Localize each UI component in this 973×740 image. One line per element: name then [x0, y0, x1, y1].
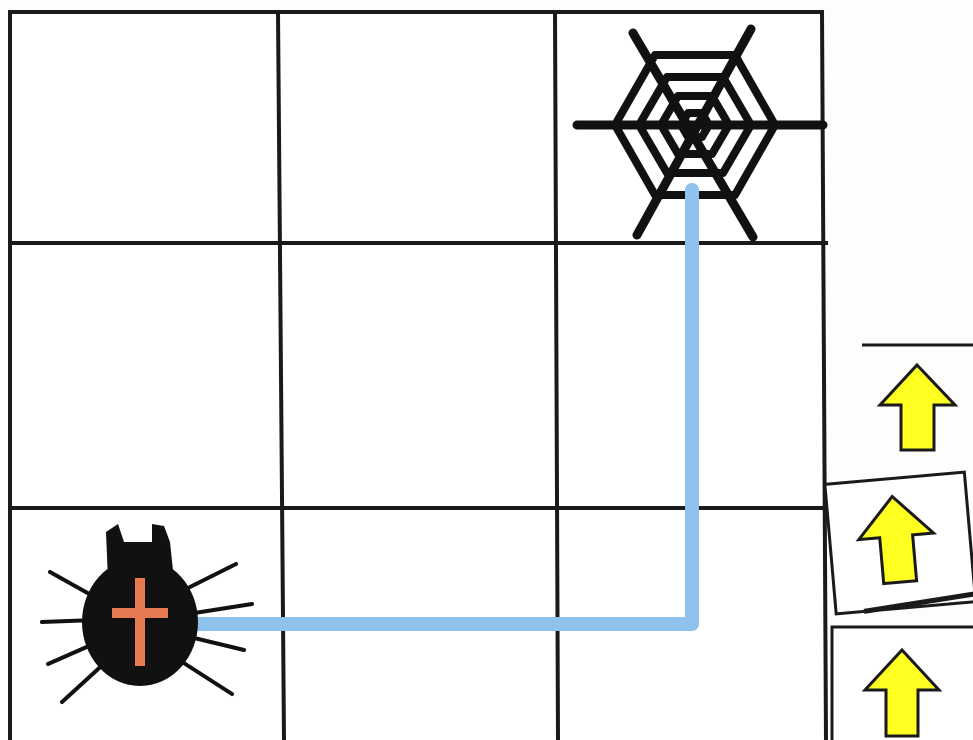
command-card-3[interactable]	[832, 627, 973, 740]
command-card-1[interactable]	[862, 345, 973, 450]
command-cards	[825, 345, 973, 740]
command-card-2[interactable]	[825, 472, 973, 614]
board-cell-r1-c2[interactable]	[280, 12, 555, 243]
board-cell-r2-c1[interactable]	[10, 243, 280, 508]
up-arrow-icon	[880, 365, 955, 450]
board-cell-r2-c2[interactable]	[280, 243, 555, 508]
board-cell-r1-c1[interactable]	[10, 12, 280, 243]
